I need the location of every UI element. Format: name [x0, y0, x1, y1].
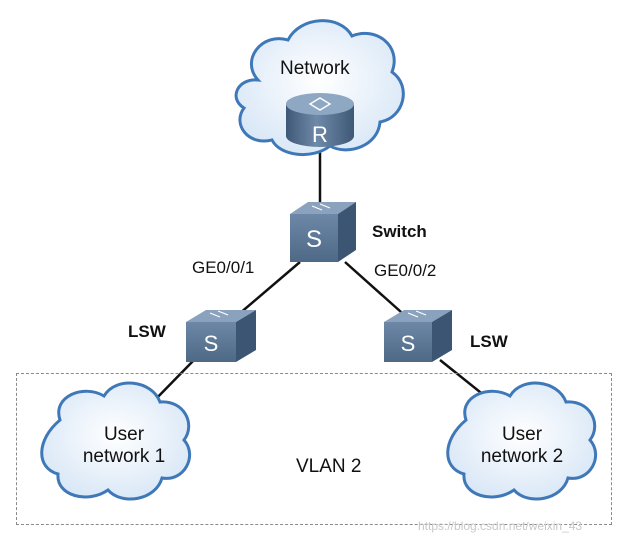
vlan-label: VLAN 2	[296, 456, 362, 477]
router-icon	[286, 93, 354, 147]
user-network-1-label: User network 1	[74, 424, 174, 468]
user-network-2-label: User network 2	[472, 424, 572, 468]
port-label-right: GE0/0/2	[374, 261, 437, 280]
lsw-label-left: LSW	[128, 322, 166, 341]
user-network-2-line-1: User	[501, 424, 543, 445]
switch-glyph-lsw-right: S	[401, 331, 416, 356]
user-network-2-line-2: network 2	[480, 446, 564, 467]
port-label-left: GE0/0/1	[192, 258, 255, 277]
switch-glyph-core: S	[306, 226, 322, 253]
switch-icon-lsw-right	[384, 310, 452, 362]
core-switch-label: Switch	[372, 222, 427, 241]
network-cloud	[234, 19, 405, 157]
lsw-label-right: LSW	[470, 332, 508, 351]
user-network-2-cloud	[446, 381, 597, 501]
link-switch-lsw-right	[344, 261, 411, 321]
network-cloud-label: Network	[280, 58, 350, 79]
router-glyph: R	[312, 122, 328, 147]
switch-icon-core	[290, 202, 356, 262]
switch-icon-lsw-left	[186, 310, 256, 362]
user-network-1-line-2: network 1	[82, 446, 166, 467]
user-network-1-cloud	[40, 381, 191, 501]
watermark: https://blog.csdn.net/weixin_43	[418, 519, 583, 533]
vlan-boundary	[16, 373, 612, 525]
switch-glyph-lsw-left: S	[204, 331, 219, 356]
user-network-1-line-1: User	[103, 424, 145, 445]
